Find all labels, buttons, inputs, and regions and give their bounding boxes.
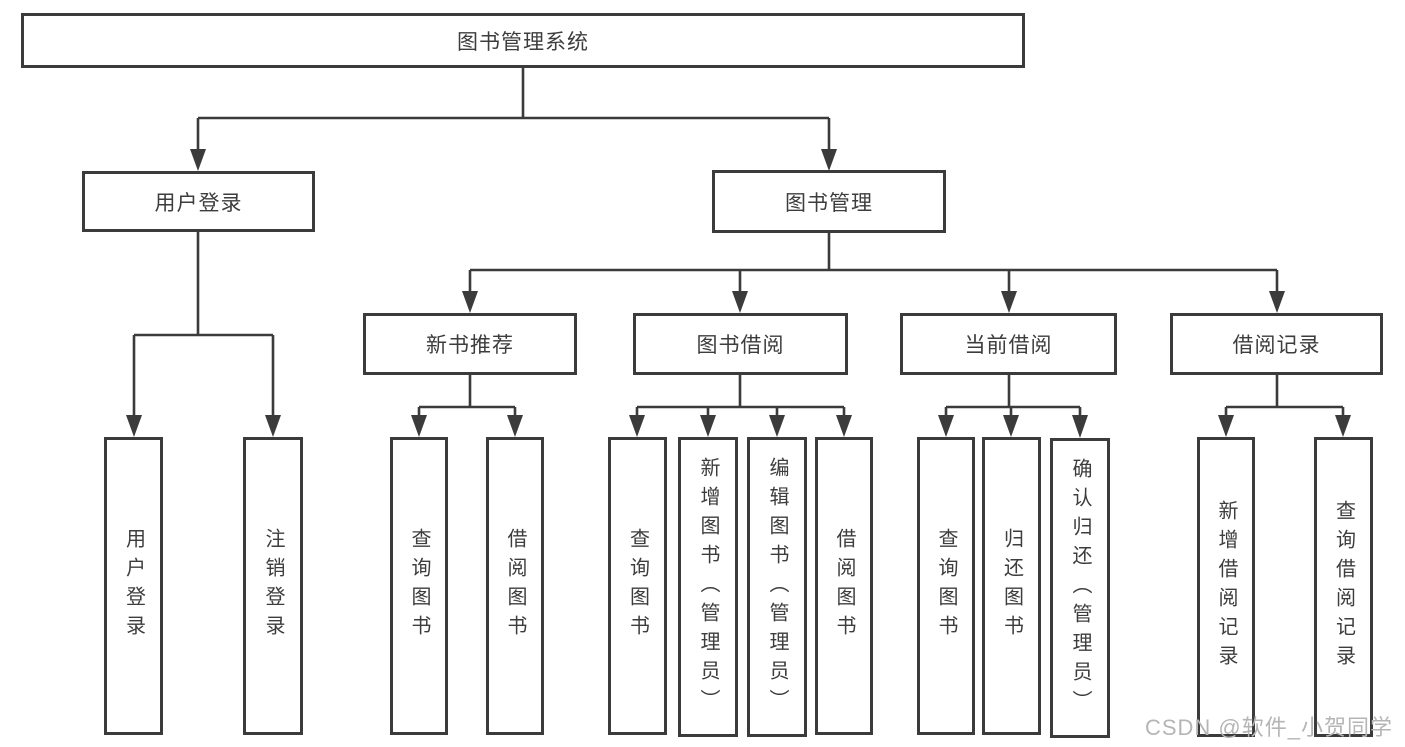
connector-user-login-branch (132, 232, 275, 418)
connector-book-mgmt-branch (468, 233, 1279, 294)
node-label: 借阅记录 (1232, 334, 1321, 357)
node-label: 新书推荐 (426, 334, 514, 357)
node-label: 新增借阅记录 (1215, 500, 1237, 674)
node-new-book-recommend: 新书推荐 (363, 313, 577, 375)
node-label: 查询借阅记录 (1332, 500, 1355, 674)
connector-borrow-records-branch (1224, 375, 1345, 418)
arrow-icon (411, 415, 427, 437)
node-label: 借阅图书 (504, 528, 526, 644)
arrow-icon (821, 149, 837, 171)
node-bb-add-books-admin: 新增图书（管理员） (678, 437, 738, 737)
node-label: 归还图书 (1000, 528, 1023, 644)
arrow-icon (1269, 291, 1285, 313)
arrow-icon (507, 415, 523, 437)
node-cb-return-books: 归还图书 (982, 437, 1041, 735)
node-label: 确认归还（管理员） (1069, 457, 1091, 719)
node-label: 用户登录 (122, 528, 145, 644)
arrow-icon (265, 415, 281, 437)
node-label: 当前借阅 (964, 334, 1053, 357)
connector-current-borrow-branch (944, 375, 1082, 418)
node-br-add-record: 新增借阅记录 (1197, 437, 1255, 737)
arrow-icon (769, 415, 785, 437)
node-label: 用户登录 (154, 191, 243, 215)
arrow-icon (1072, 415, 1088, 438)
node-cb-confirm-return-admin: 确认归还（管理员） (1050, 438, 1110, 738)
node-label: 图书管理系统 (457, 30, 589, 54)
node-label: 查询图书 (935, 528, 957, 644)
node-current-borrowing: 当前借阅 (900, 313, 1117, 375)
node-label: 注销登录 (262, 528, 284, 644)
arrow-icon (462, 291, 478, 313)
arrow-icon (629, 415, 645, 437)
node-book-borrowing: 图书借阅 (633, 313, 848, 375)
connector-root-to-level2 (196, 68, 831, 152)
arrow-icon (1003, 415, 1019, 437)
node-br-query-record: 查询借阅记录 (1314, 437, 1373, 737)
arrow-icon (938, 415, 954, 437)
connector-new-book-rec-branch (417, 375, 517, 418)
arrow-icon (1335, 415, 1351, 437)
arrow-icon (1001, 291, 1017, 313)
node-user-login: 用户登录 (104, 437, 163, 735)
arrow-icon (1218, 415, 1234, 437)
node-borrowing-records: 借阅记录 (1170, 313, 1383, 375)
node-label: 图书借阅 (696, 334, 785, 357)
node-label: 借阅图书 (833, 528, 855, 644)
node-nbr-query-books: 查询图书 (390, 437, 448, 735)
node-nbr-borrow-books: 借阅图书 (486, 437, 544, 735)
node-cb-query-books: 查询图书 (917, 437, 975, 735)
node-bb-edit-books-admin: 编辑图书（管理员） (747, 437, 807, 737)
connector-book-borrow-branch (635, 375, 846, 418)
node-bb-borrow-books: 借阅图书 (815, 437, 873, 735)
arrow-icon (190, 149, 206, 171)
node-user-login-branch: 用户登录 (82, 171, 315, 232)
node-library-management-system: 图书管理系统 (21, 13, 1025, 68)
node-bb-query-books: 查询图书 (608, 437, 667, 735)
node-label: 查询图书 (408, 528, 430, 644)
arrow-icon (732, 291, 748, 313)
node-book-management: 图书管理 (712, 170, 946, 233)
node-label: 新增图书（管理员） (697, 456, 719, 718)
arrowheads (126, 149, 1351, 438)
node-logout: 注销登录 (243, 437, 303, 735)
node-label: 编辑图书（管理员） (766, 456, 788, 718)
arrow-icon (126, 415, 142, 437)
node-label: 查询图书 (626, 528, 649, 644)
arrow-icon (836, 415, 852, 437)
node-label: 图书管理 (785, 191, 873, 215)
watermark-csdn: CSDN @软件_小贺同学 (1144, 715, 1393, 740)
arrow-icon (700, 415, 716, 437)
